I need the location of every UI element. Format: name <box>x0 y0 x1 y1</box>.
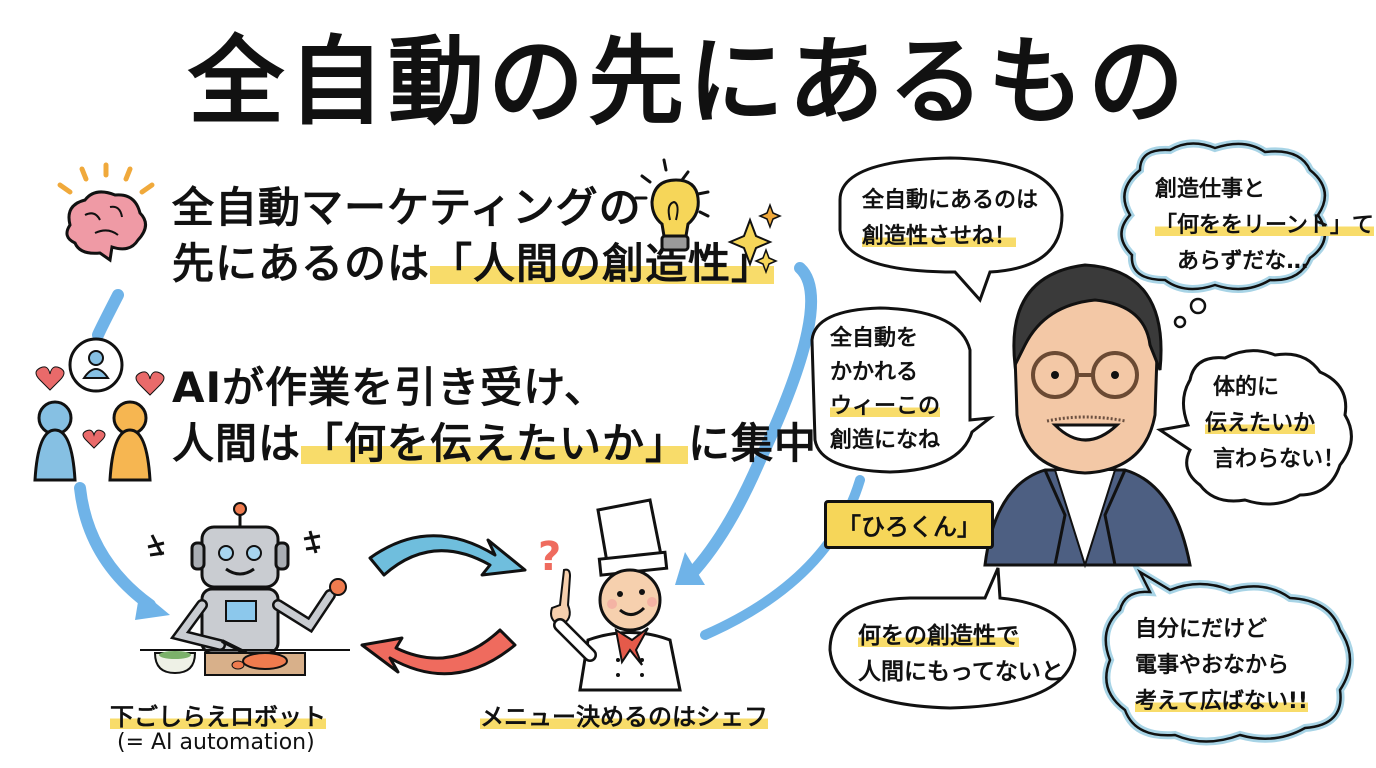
bubble-line: 創造仕事と <box>1155 177 1266 202</box>
headline-2-suffix: に集中 <box>688 419 818 468</box>
headline-1-highlight: 「人間の創造性」 <box>430 239 775 288</box>
headline-2: AIが作業を引き受け、 人間は「何を伝えたいか」に集中 <box>172 360 817 472</box>
speech-bubble-top-left: 全自動にあるのは 創造性させね！ <box>862 183 1038 255</box>
people-icon <box>33 337 165 482</box>
bubble-line: 電事やおなから <box>1135 653 1290 678</box>
robot-caption-text: 下ごしらえロボット <box>110 703 326 731</box>
speech-bubble-bottom-left: 何をの創造性で 人間にもってないと <box>858 618 1064 690</box>
bubble-line: 創造になね <box>830 428 941 453</box>
bubble-line: 人間にもってないと <box>858 659 1064 685</box>
headline-1-prefix: 先にあるのは <box>172 239 431 288</box>
headline-2-line-1: AIが作業を引き受け、 <box>172 363 608 412</box>
bubble-line-highlight: 創造性させね！ <box>862 224 1017 249</box>
headline-1: 全自動マーケティングの 先にあるのは「人間の創造性」 <box>172 180 775 292</box>
bubble-line: 全自動を <box>830 326 919 351</box>
thought-bubble-top-right: 創造仕事と 「何ををリーント」て あらずだな… <box>1155 172 1374 280</box>
bubble-line: かかれる <box>830 360 919 385</box>
bubble-line-highlight: 伝えたいか <box>1205 411 1316 436</box>
bubble-line-highlight: 「何ををリーント」て <box>1155 213 1374 238</box>
speech-bubble-mid-right: 体的に 伝えたいか 言わらない！ <box>1205 370 1345 478</box>
headline-1-line-2: 先にあるのは「人間の創造性」 <box>172 236 775 292</box>
headline-2-highlight: 「何を伝えたいか」 <box>301 419 689 468</box>
portrait-illustration <box>983 263 1192 569</box>
name-tag: 「ひろくん」 <box>824 500 994 549</box>
bubble-line: 言わらない！ <box>1213 447 1346 472</box>
brain-icon <box>57 162 155 263</box>
chef-illustration: ? <box>538 498 682 692</box>
cycle-arrows-icon <box>360 534 527 676</box>
bubble-line-highlight: ウィーこの <box>830 394 941 419</box>
cloud-bubble-bottom-right: 自分にだけど 電事やおなから 考えて広ばない!! <box>1135 612 1308 720</box>
bubble-line-highlight: 何をの創造性で <box>858 623 1019 649</box>
robot-subcaption: (= AI automation) <box>117 730 315 755</box>
bubble-line: 自分にだけど <box>1135 617 1268 642</box>
chef-caption: メニュー決めるのはシェフ <box>480 697 768 732</box>
speech-bubble-mid-left: 全自動を かかれる ウィーこの 創造になね <box>830 322 941 458</box>
page-title: 全自動の先にあるもの <box>188 26 1188 138</box>
bubble-line: 全自動にあるのは <box>862 188 1039 213</box>
headline-2-prefix: 人間は <box>172 419 302 468</box>
chef-caption-text: メニュー決めるのはシェフ <box>480 703 768 731</box>
svg-text:?: ? <box>538 534 561 580</box>
robot-illustration <box>140 502 350 676</box>
sparkle-icon <box>727 217 773 267</box>
headline-2-line-2: 人間は「何を伝えたいか」に集中 <box>172 416 817 472</box>
lightbulb-icon <box>634 158 782 275</box>
bubble-line: 体的に <box>1213 375 1280 400</box>
robot-caption: 下ごしらえロボット <box>110 697 326 732</box>
bubble-line-highlight: 考えて広ばない!! <box>1135 689 1308 714</box>
bubble-line: あらずだな… <box>1177 249 1309 274</box>
headline-1-line-1: 全自動マーケティングの <box>172 183 642 232</box>
